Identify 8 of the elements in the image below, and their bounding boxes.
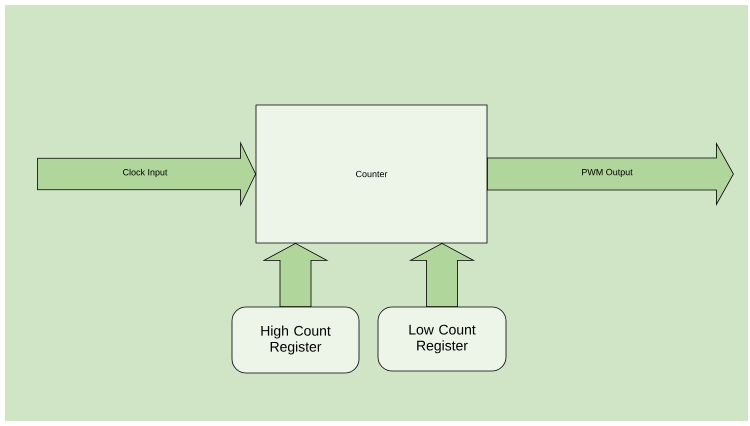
block-arrow [408, 242, 476, 307]
register-box: Low Count Register [378, 306, 506, 372]
register-box: High Count Register [232, 306, 360, 374]
block-arrow [262, 242, 329, 307]
block-arrow [37, 141, 256, 207]
counter-box: Counter [256, 104, 488, 244]
block-arrow [487, 142, 734, 206]
edge-label: Clock Input [122, 168, 168, 178]
